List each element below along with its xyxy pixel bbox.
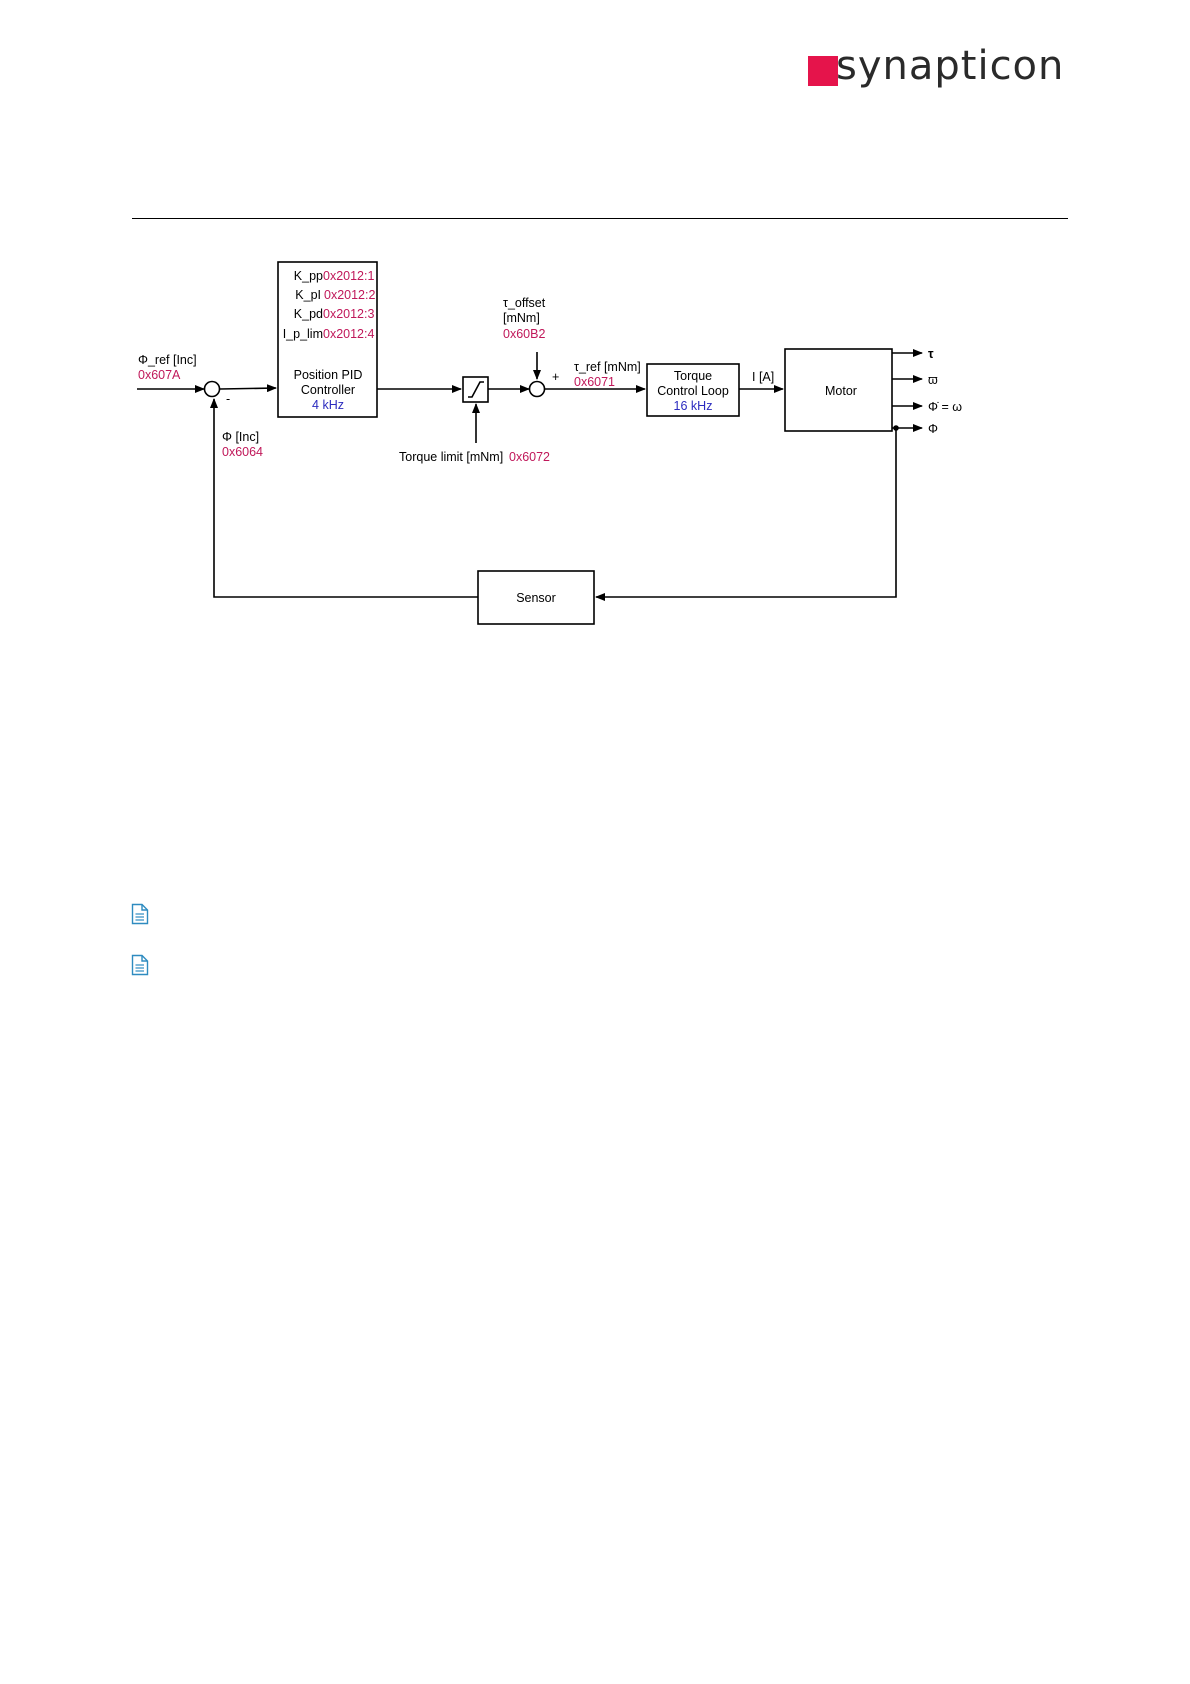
- output-label-acceleration: ϖ: [928, 373, 938, 387]
- sensor-label: Sensor: [516, 591, 556, 605]
- summing-junction-1: [205, 382, 220, 397]
- torque-limit-label: Torque limit [mNm]: [399, 450, 503, 464]
- feedback-branch-dot: [893, 425, 899, 431]
- torque-loop-line1: Torque: [674, 369, 712, 383]
- torque-limit-register: 0x6072: [509, 450, 550, 464]
- offset-label-line1: τ_offset: [503, 296, 546, 310]
- pid-param-register: 0x2012:2: [324, 288, 375, 302]
- plus-sign: +: [552, 370, 559, 384]
- motor-label: Motor: [825, 384, 857, 398]
- position-control-block-diagram: Φ_ref [Inc] 0x607A - Φ [Inc] 0x6064 K_pp…: [0, 0, 1190, 700]
- pid-param-name: K_pI: [295, 288, 321, 302]
- input-register: 0x607A: [138, 368, 181, 382]
- torque-loop-line2: Control Loop: [657, 384, 729, 398]
- offset-register: 0x60B2: [503, 327, 545, 341]
- offset-label-line2: [mNm]: [503, 311, 540, 325]
- pid-param-register: 0x2012:3: [323, 307, 374, 321]
- torque-loop-frequency: 16 kHz: [674, 399, 713, 413]
- pid-param-register: 0x2012:4: [323, 327, 374, 341]
- current-label: I [A]: [752, 370, 774, 384]
- pid-param-register: 0x2012:1: [323, 269, 374, 283]
- summing-junction-2: [530, 382, 545, 397]
- document-icon[interactable]: [131, 954, 149, 976]
- output-label-position: Φ: [928, 422, 938, 436]
- feedback-label: Φ [Inc]: [222, 430, 259, 444]
- pid-param-name: I_p_lim: [283, 327, 323, 341]
- pid-title-line1: Position PID: [294, 368, 363, 382]
- document-icon[interactable]: [131, 903, 149, 925]
- output-label-torque: τ: [928, 347, 934, 361]
- pid-param-name: K_pd: [294, 307, 323, 321]
- feedback-register: 0x6064: [222, 445, 263, 459]
- pid-param-name: K_pp: [294, 269, 323, 283]
- pid-title-line2: Controller: [301, 383, 355, 397]
- arrow-to-pid: [220, 388, 276, 389]
- feedback-line-to-sensor: [596, 428, 896, 597]
- pid-frequency: 4 kHz: [312, 398, 344, 412]
- torque-ref-register: 0x6071: [574, 375, 615, 389]
- torque-ref-label: τ_ref [mNm]: [574, 360, 641, 374]
- output-label-velocity: Φ̇ = ω: [928, 400, 962, 414]
- input-label: Φ_ref [Inc]: [138, 353, 197, 367]
- minus-sign: -: [226, 392, 230, 406]
- feedback-line-to-junction: [214, 399, 478, 597]
